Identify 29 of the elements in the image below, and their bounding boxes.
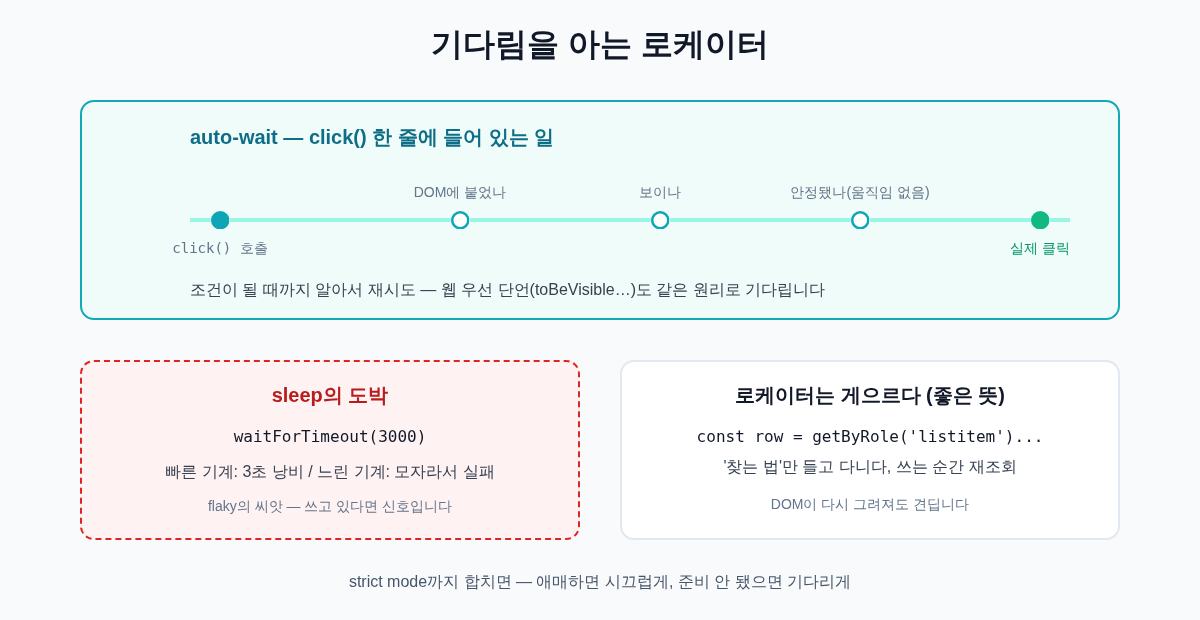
card-heading: sleep의 도박 xyxy=(271,383,389,408)
card-heading: 로케이터는 게으르다 (좋은 뜻) xyxy=(735,383,1005,408)
timeline-dot xyxy=(1030,210,1050,230)
card-text: 빠른 기계: 3초 낭비 / 느린 기계: 모자라서 실패 xyxy=(165,461,495,482)
warning-card xyxy=(80,360,580,540)
step-label: 실제 클릭 xyxy=(1010,238,1070,258)
card-note: DOM이 다시 그려져도 견딥니다 xyxy=(770,494,970,514)
connector-line xyxy=(669,218,851,222)
connector-line xyxy=(469,218,651,222)
timeline-dot xyxy=(210,210,230,230)
step-label: click() 호출 xyxy=(172,238,268,258)
timeline-dot xyxy=(650,210,670,230)
info-card xyxy=(620,360,1120,540)
diagram-title: 기다림을 아는 로케이터 xyxy=(431,25,769,65)
step-label: 안정됐나(움직임 없음) xyxy=(790,182,930,202)
connector-line xyxy=(869,218,1031,222)
code-snippet: const row = getByRole('listitem')... xyxy=(696,426,1044,448)
panel-heading: auto-wait — click() 한 줄에 들어 있는 일 xyxy=(190,125,555,150)
info-panel xyxy=(80,100,1120,320)
caption-text: strict mode까지 합치면 — 애매하면 시끄럽게, 준비 안 됐으면 기다리게 xyxy=(348,571,852,592)
step-label: DOM에 붙었나 xyxy=(413,182,507,202)
timeline-dot xyxy=(850,210,870,230)
card-note: flaky의 씨앗 — 쓰고 있다면 신호입니다 xyxy=(207,496,453,516)
card-text: '찾는 법'만 들고 다니다, 쓰는 순간 재조회 xyxy=(723,456,1017,477)
code-snippet: waitForTimeout(3000) xyxy=(233,426,427,448)
timeline-dot xyxy=(450,210,470,230)
step-label: 보이나 xyxy=(639,182,681,202)
panel-note: 조건이 될 때까지 알아서 재시도 — 웹 우선 단언(toBeVisible…)도 같은 원리로 기다립니다 xyxy=(190,279,826,300)
connector-line xyxy=(229,218,451,222)
